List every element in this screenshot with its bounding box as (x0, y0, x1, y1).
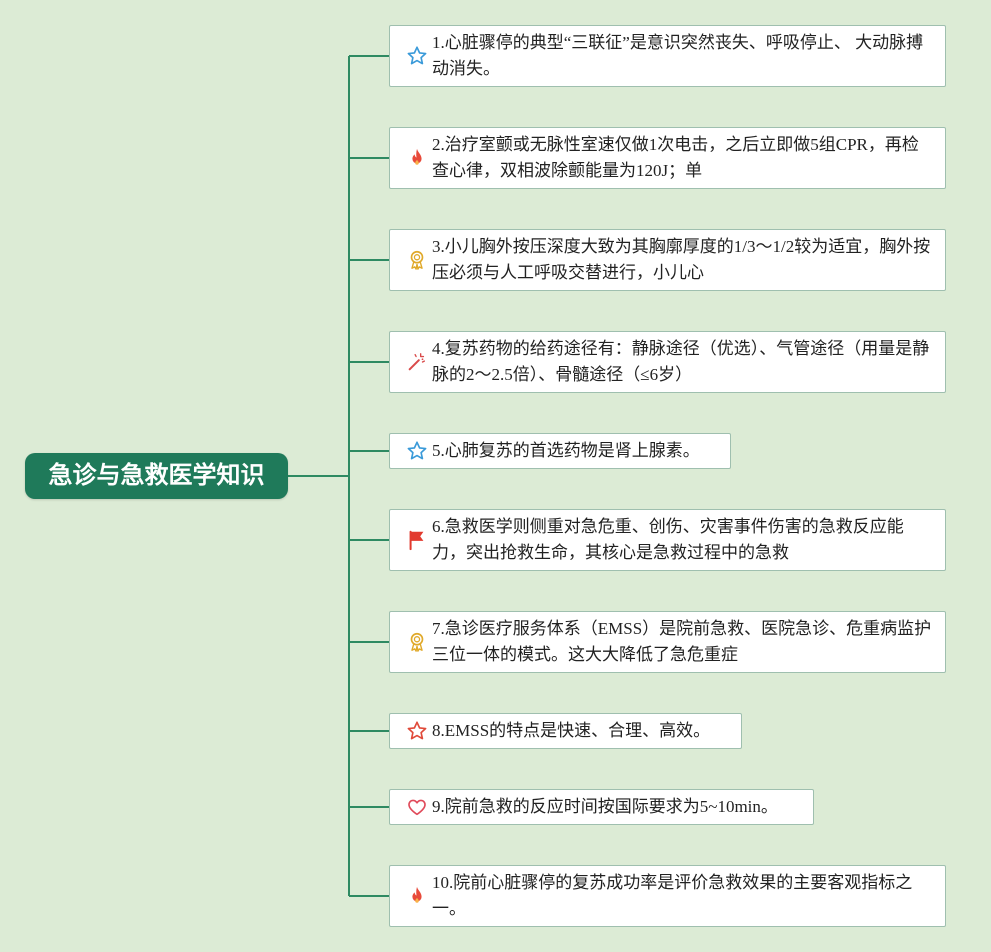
topic-text: 1.心脏骤停的典型“三联征”是意识突然丧失、呼吸停止、 大动脉搏动消失。 (432, 33, 924, 78)
topic-node-3[interactable]: 3.小儿胸外按压深度大致为其胸廓厚度的1/3～1/2较为适宜，胸外按压必须与人工… (389, 229, 946, 291)
star-outline-icon (406, 720, 428, 742)
topic-text: 8.EMSS的特点是快速、合理、高效。 (432, 721, 711, 740)
topic-text: 4.复苏药物的给药途径有：静脉途径（优选）、气管途径（用量是静脉的2～2.5倍）… (432, 339, 930, 384)
topic-text: 10.院前心脏骤停的复苏成功率是评价急救效果的主要客观指标之一。 (432, 873, 913, 918)
star-outline-icon (406, 440, 428, 462)
topic-node-5[interactable]: 5.心肺复苏的首选药物是肾上腺素。 (389, 433, 731, 469)
topic-node-4[interactable]: 4.复苏药物的给药途径有：静脉途径（优选）、气管途径（用量是静脉的2～2.5倍）… (389, 331, 946, 393)
topic-text: 7.急诊医疗服务体系（EMSS）是院前急救、医院急诊、危重病监护三位一体的模式。… (432, 619, 932, 664)
topic-node-9[interactable]: 9.院前急救的反应时间按国际要求为5~10min。 (389, 789, 814, 825)
fire-icon (406, 147, 428, 169)
star-outline-icon (406, 45, 428, 67)
topic-node-7[interactable]: 7.急诊医疗服务体系（EMSS）是院前急救、医院急诊、危重病监护三位一体的模式。… (389, 611, 946, 673)
topic-text: 9.院前急救的反应时间按国际要求为5~10min。 (432, 797, 778, 816)
fire-icon (406, 885, 428, 907)
root-topic[interactable]: 急诊与急救医学知识 (25, 453, 288, 499)
topic-node-2[interactable]: 2.治疗室颤或无脉性室速仅做1次电击，之后立即做5组CPR，再检查心律，双相波除… (389, 127, 946, 189)
award-medal-icon (406, 249, 428, 271)
topic-node-1[interactable]: 1.心脏骤停的典型“三联征”是意识突然丧失、呼吸停止、 大动脉搏动消失。 (389, 25, 946, 87)
topic-node-8[interactable]: 8.EMSS的特点是快速、合理、高效。 (389, 713, 742, 749)
topic-text: 5.心肺复苏的首选药物是肾上腺素。 (432, 441, 700, 460)
topic-node-6[interactable]: 6.急救医学则侧重对急危重、创伤、灾害事件伤害的急救反应能力，突出抢救生命，其核… (389, 509, 946, 571)
heart-outline-icon (406, 796, 428, 818)
topic-text: 6.急救医学则侧重对急危重、创伤、灾害事件伤害的急救反应能力，突出抢救生命，其核… (432, 517, 904, 562)
magic-wand-icon (406, 351, 428, 373)
topic-text: 2.治疗室颤或无脉性室速仅做1次电击，之后立即做5组CPR，再检查心律，双相波除… (432, 135, 919, 180)
topic-node-10[interactable]: 10.院前心脏骤停的复苏成功率是评价急救效果的主要客观指标之一。 (389, 865, 946, 927)
topic-text: 3.小儿胸外按压深度大致为其胸廓厚度的1/3～1/2较为适宜，胸外按压必须与人工… (432, 237, 931, 282)
award-medal-icon (406, 631, 428, 653)
red-flag-icon (406, 529, 428, 551)
